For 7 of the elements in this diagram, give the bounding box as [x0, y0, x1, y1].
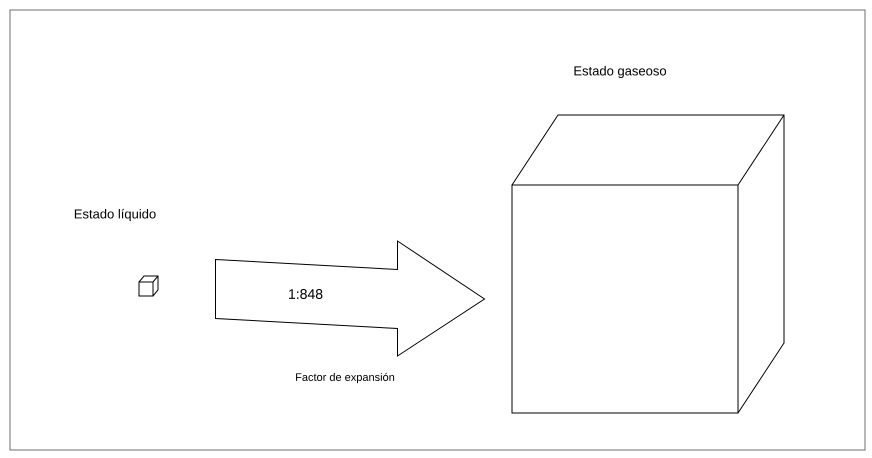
block-arrow	[215, 240, 486, 357]
state-title: Estado gaseoso	[574, 66, 666, 78]
cube-drawing	[512, 114, 784, 414]
cube-drawing	[138, 276, 158, 296]
ratio-label: 1:848	[289, 289, 322, 299]
caption-text: Factor de expansión	[296, 372, 394, 384]
state-title: Estado líquido	[74, 208, 156, 222]
